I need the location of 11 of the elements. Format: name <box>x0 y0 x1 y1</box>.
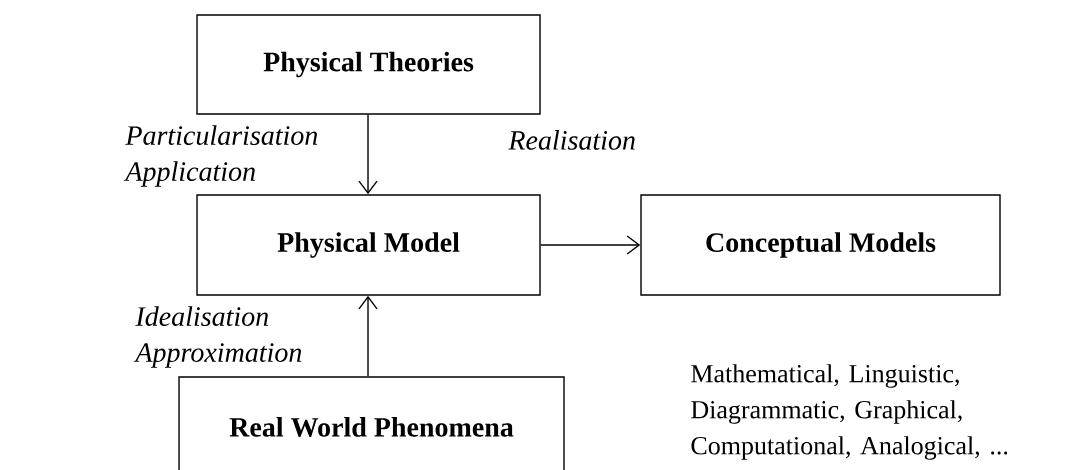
edge-label: Realisation <box>508 130 635 150</box>
edge-label: Idealisation Approximation <box>133 306 302 368</box>
process-box: Physical Theories <box>196 14 541 115</box>
arrow <box>358 295 378 377</box>
arrow <box>540 235 641 255</box>
process-box: Real World Phenomena <box>178 376 565 470</box>
edge-label: Particularisation Application <box>123 125 318 187</box>
process-box: Physical Model <box>196 194 541 296</box>
process-box: Conceptual Models <box>640 194 1001 296</box>
arrow <box>358 114 378 195</box>
caption-text: Mathematical, Linguistic, Diagrammatic, Graphical, Computational, Analogical, ... <box>691 364 1008 460</box>
